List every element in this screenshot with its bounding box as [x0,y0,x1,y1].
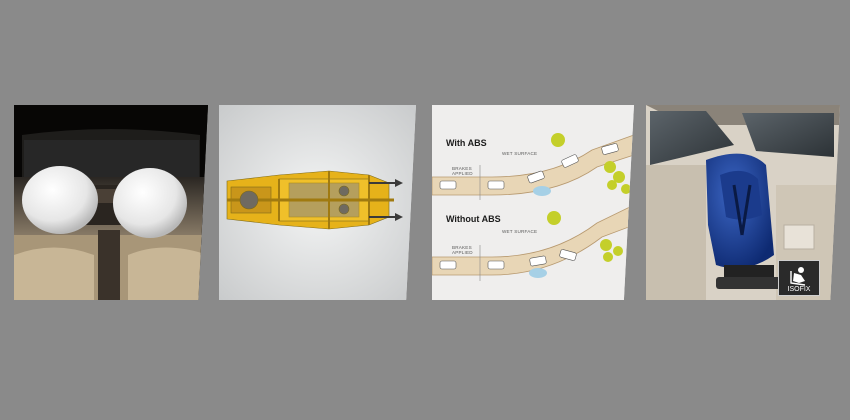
right-airbag [113,168,187,238]
chassis-feature-panel [219,105,416,300]
without-abs-label: Without ABS [446,214,501,224]
airbag-image [14,105,208,300]
wet-surface-label-top: WET SURFACE [502,151,538,156]
brakes-line-top: BRAKES [452,166,472,171]
child-seat-icon [790,267,806,286]
isofix-label: ISOFIX [787,286,811,293]
left-airbag [22,166,98,234]
applied-line-bottom: APPLIED [452,250,473,255]
applied-line-top: APPLIED [452,171,473,176]
abs-feature-panel: With ABS Without ABS WET SURFACE WET SUR… [432,105,634,300]
airbag-feature-panel [14,105,208,300]
brakes-applied-label-bottom: BRAKES APPLIED [452,245,473,255]
abs-diagram [432,105,634,300]
brakes-applied-label-top: BRAKES APPLIED [452,166,473,176]
brakes-line-bottom: BRAKES [452,245,472,250]
child-seat-feature-panel: ISOFIX [646,105,840,300]
chassis-image [219,105,416,300]
with-abs-label: With ABS [446,138,487,148]
wet-surface-label-bottom: WET SURFACE [502,229,538,234]
isofix-badge: ISOFIX [778,260,820,296]
